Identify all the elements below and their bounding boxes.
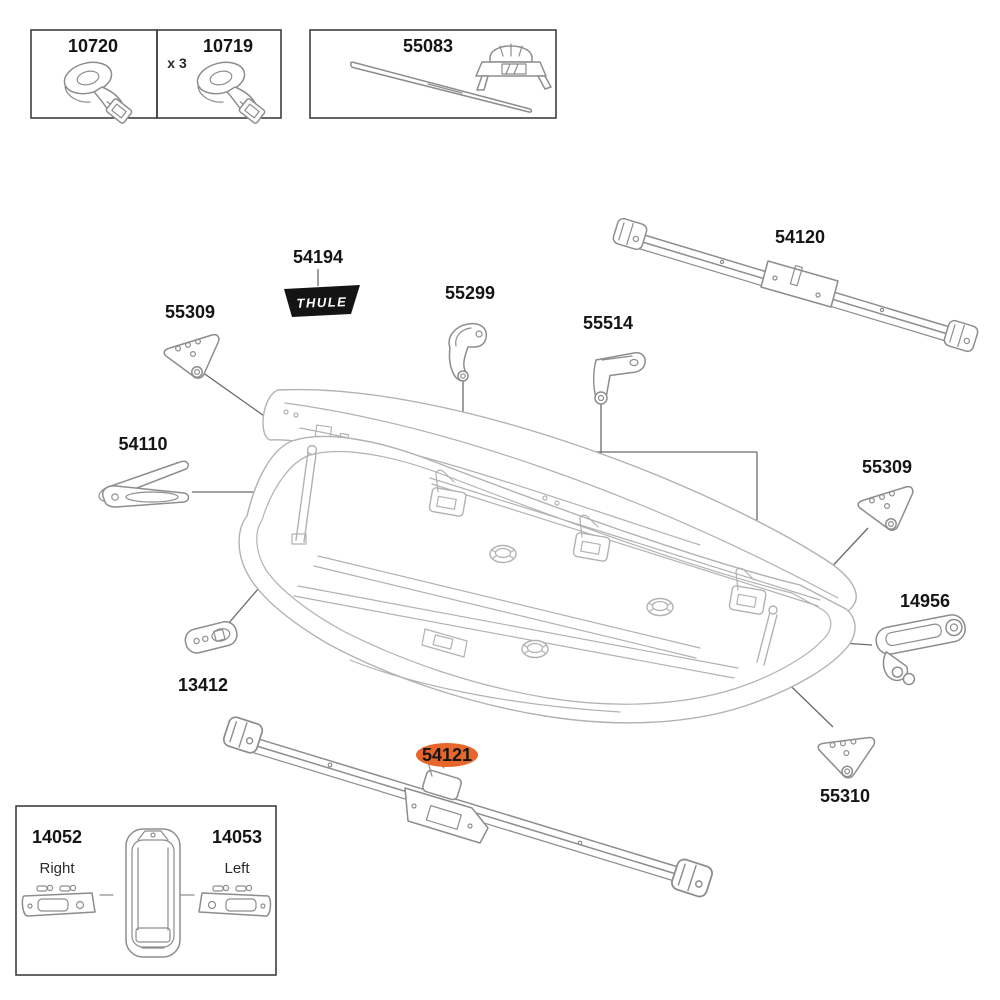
highlight-ellipse-54121[interactable] (416, 743, 478, 767)
part-label-55310: 55310 (820, 786, 870, 806)
bracket-55309-left-group: 55309 (163, 302, 220, 379)
roof-box-drawing (238, 388, 857, 724)
latch-left-drawing (180, 884, 272, 917)
bracket-55310-group: 55310 (812, 728, 876, 806)
part-label-10720: 10720 (68, 36, 118, 56)
hook-55514-drawing (593, 352, 646, 405)
strap-kit-cell-10719 (156, 29, 282, 119)
part-label-14052: 14052 (32, 827, 82, 847)
part-label-10719: 10719 (203, 36, 253, 56)
tension-lock-14956-drawing (875, 614, 966, 686)
rear-bar-drawing: 54120 (611, 216, 980, 354)
hook-55299-group: 55299 (445, 283, 495, 382)
box-end-view-drawing (125, 828, 181, 958)
side-label-right: Right (39, 860, 75, 877)
part-label-13412: 13412 (178, 675, 228, 695)
plate-13412-group: 13412 (178, 621, 238, 695)
bracket-55309-right-group: 55309 (857, 457, 914, 531)
knob-2 (646, 597, 674, 617)
lid-strut-left (291, 444, 318, 545)
part-label-54120: 54120 (775, 227, 825, 247)
side-label-left: Left (224, 860, 250, 877)
lock-kit-border (15, 805, 277, 976)
roof-box-base (238, 435, 856, 724)
strap-kit-panel: 10720 10719 x 3 (30, 29, 282, 125)
part-label-55514: 55514 (583, 313, 633, 333)
part-label-55309-left: 55309 (165, 302, 215, 322)
rod-clamp-drawing (475, 43, 552, 91)
plate-13412-drawing (184, 621, 238, 654)
hook-55299-drawing (448, 322, 488, 382)
latch-right-screws (36, 884, 77, 892)
hook-55514-group: 55514 (583, 313, 646, 405)
bracket-55309-left-drawing (163, 333, 220, 379)
lid-lifter-54110-drawing (98, 460, 190, 508)
front-bar-group: 54121 (221, 714, 715, 900)
thule-badge-text: THULE (296, 294, 347, 311)
logo-badge-group: 54194 THULE (284, 247, 360, 317)
strap-drawing-10719 (193, 56, 267, 125)
part-label-14053: 14053 (212, 827, 262, 847)
rod-kit-border (309, 29, 557, 119)
lock-kit-panel: 14052 Right 14053 Left (15, 805, 277, 976)
front-bar-center-bracket (404, 757, 489, 844)
quantity-label-10719: x 3 (167, 55, 187, 71)
lid-lifter-54110-group: 54110 (98, 434, 190, 508)
knob-1 (489, 544, 517, 564)
part-label-14956: 14956 (900, 591, 950, 611)
part-label-54110: 54110 (118, 434, 167, 454)
bracket-55309-right-drawing (857, 485, 914, 531)
thule-badge (284, 285, 360, 317)
lid-strut-right (756, 605, 778, 666)
latch-right-drawing (21, 884, 114, 917)
rod-drawing (350, 61, 533, 113)
part-label-54121[interactable]: 54121 (422, 745, 472, 765)
latch-left-screws (212, 884, 253, 892)
tension-lock-14956-group: 14956 (875, 591, 966, 686)
strap-drawing-10720 (60, 56, 134, 125)
rod-kit-panel: 55083 (309, 29, 557, 119)
knob-3 (521, 639, 549, 659)
part-label-55299: 55299 (445, 283, 495, 303)
part-label-54194: 54194 (293, 247, 343, 267)
bracket-55310-drawing (812, 728, 876, 783)
part-label-55083: 55083 (403, 36, 453, 56)
part-label-55309-right: 55309 (862, 457, 912, 477)
